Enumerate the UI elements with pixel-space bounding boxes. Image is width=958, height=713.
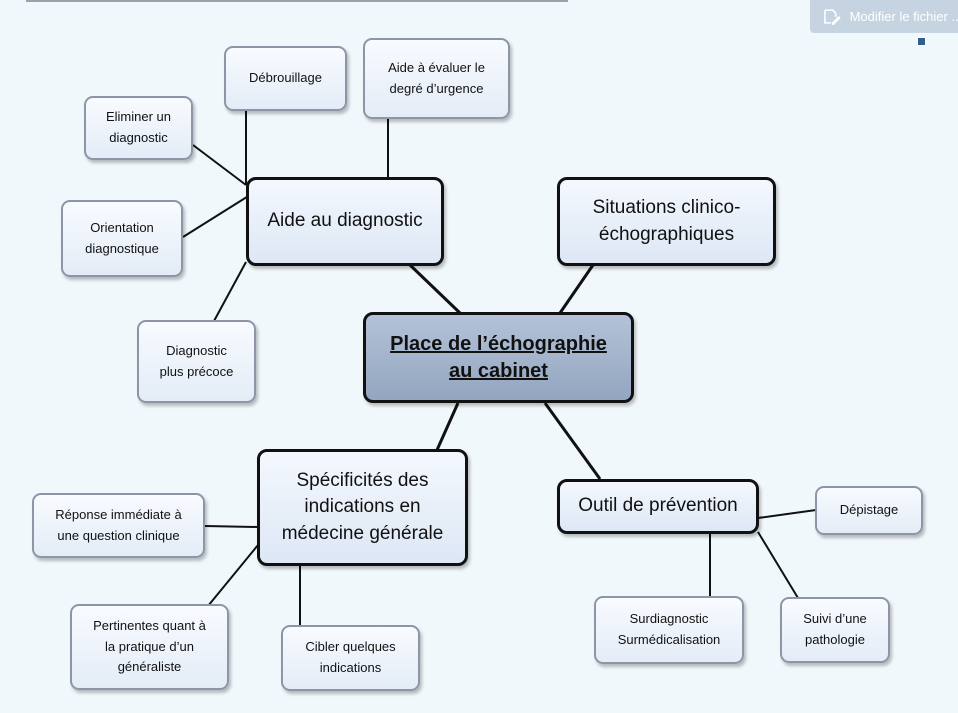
node-aide-au-diagnostic: Aide au diagnostic [246, 177, 444, 266]
node-outil-prevention: Outil de prévention [557, 479, 759, 534]
node-debrouillage: Débrouillage [224, 46, 347, 111]
link-center-aide [408, 263, 462, 315]
link-aide-orientation [182, 194, 251, 238]
link-center-specificites [435, 402, 460, 451]
node-eliminer-diagnostic: Eliminer un diagnostic [84, 96, 193, 160]
link-center-outil [543, 402, 602, 480]
link-aide-precoce [213, 261, 247, 322]
link-outil-depistage [757, 509, 817, 519]
node-orientation-diagnostique: Orientation diagnostique [61, 200, 183, 277]
node-specificites: Spécificités des indications en médecine… [257, 449, 468, 566]
center-node: Place de l’échographie au cabinet [363, 312, 634, 403]
node-suivi-pathologie: Suivi d’une pathologie [780, 597, 890, 663]
edit-file-icon [824, 8, 841, 25]
node-situations-clinico: Situations clinico- échographiques [557, 177, 776, 266]
node-diagnostic-precoce: Diagnostic plus précoce [137, 320, 256, 403]
link-aide-eliminer [192, 144, 247, 186]
link-spec-reponse [204, 525, 259, 528]
node-degre-urgence: Aide à évaluer le degré d’urgence [363, 38, 510, 119]
small-toggle-icon[interactable] [917, 37, 926, 46]
link-outil-suivi [757, 531, 799, 599]
node-surdiagnostic: Surdiagnostic Surmédicalisation [594, 596, 744, 664]
node-pertinentes: Pertinentes quant à la pratique d’un gén… [70, 604, 229, 690]
node-reponse-immediate: Réponse immédiate à une question cliniqu… [32, 493, 205, 558]
link-spec-pertinentes [207, 544, 259, 607]
node-depistage: Dépistage [815, 486, 923, 535]
link-center-situations [558, 264, 595, 314]
node-cibler-indications: Cibler quelques indications [281, 625, 420, 691]
top-divider [26, 0, 568, 2]
edit-file-label: Modifier le fichier ... [849, 9, 958, 24]
edit-file-button[interactable]: Modifier le fichier ... [810, 0, 958, 33]
